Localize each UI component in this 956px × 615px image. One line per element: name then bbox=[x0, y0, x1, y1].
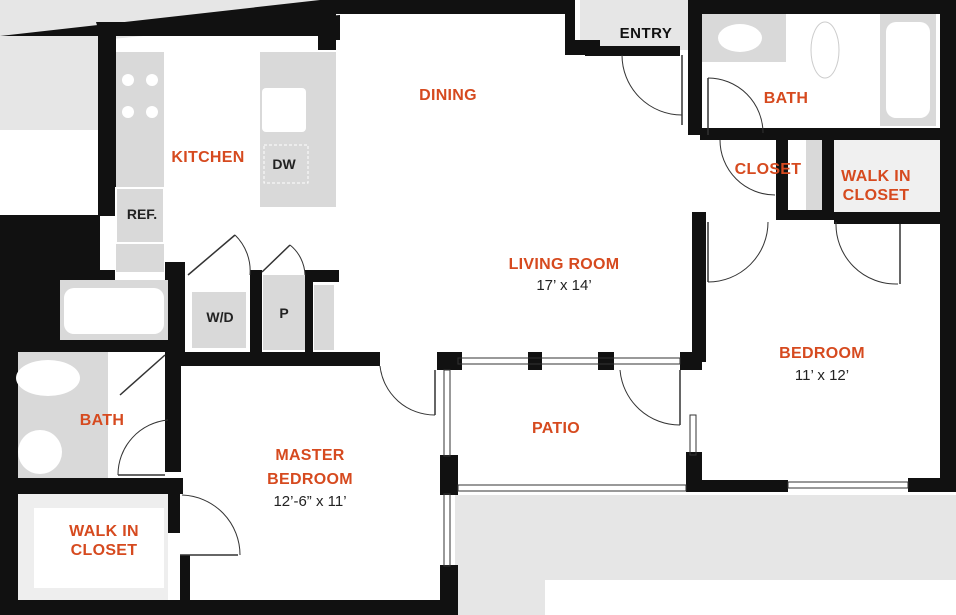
bath-top-label: BATH bbox=[764, 90, 808, 107]
pantry-label: P bbox=[279, 305, 288, 321]
master-bedroom-label-line1: MASTER bbox=[275, 447, 344, 464]
master-bedroom-label-line2: BEDROOM bbox=[267, 471, 353, 488]
living-room-dimensions: 17’ x 14’ bbox=[536, 277, 591, 294]
bedroom-dimensions: 11’ x 12’ bbox=[795, 367, 849, 384]
washer-dryer-label: W/D bbox=[206, 309, 233, 325]
master-bedroom-dimensions: 12’-6” x 11’ bbox=[273, 493, 346, 510]
bedroom-label: BEDROOM bbox=[779, 345, 865, 362]
bath-left-label: BATH bbox=[80, 412, 124, 429]
walk-in-closet-right-label-line2: CLOSET bbox=[843, 187, 910, 204]
closet-label: CLOSET bbox=[735, 161, 802, 178]
kitchen-label: KITCHEN bbox=[171, 149, 244, 166]
dishwasher-label: DW bbox=[272, 156, 296, 172]
walk-in-closet-right-label-line1: WALK IN bbox=[841, 168, 911, 185]
walk-in-closet-left-label-line1: WALK IN bbox=[69, 523, 139, 540]
fixtures bbox=[16, 14, 940, 600]
walk-in-closet-left-label-line2: CLOSET bbox=[71, 542, 138, 559]
entry-label: ENTRY bbox=[620, 25, 673, 42]
refrigerator-label: REF. bbox=[127, 206, 157, 222]
patio-label: PATIO bbox=[532, 420, 580, 437]
dining-label: DINING bbox=[419, 87, 477, 104]
doors bbox=[117, 54, 909, 567]
living-room-label: LIVING ROOM bbox=[509, 256, 620, 273]
